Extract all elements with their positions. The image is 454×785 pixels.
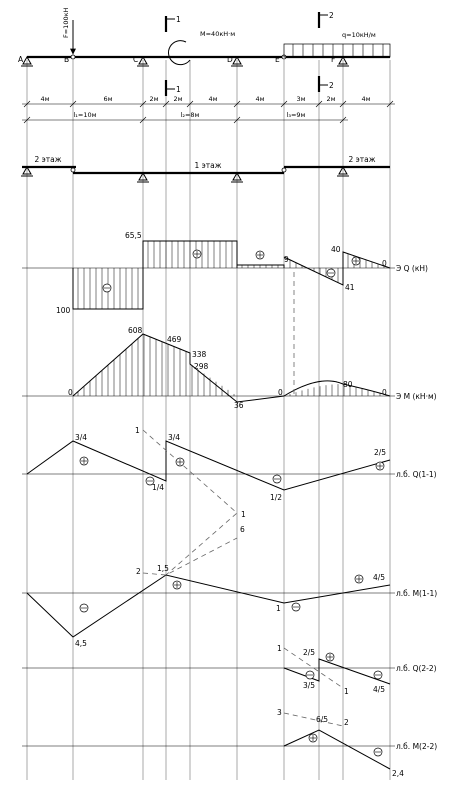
m-value-label: 80 [343, 380, 353, 389]
lq1-value-label: 1 [241, 510, 246, 519]
lm1-value-label: 1,5 [157, 564, 169, 573]
q-value-label: 40 [331, 245, 341, 254]
lm1-value-label: 1 [276, 604, 281, 613]
length-l2: l₂=8м [181, 111, 200, 119]
length-l3: l₃=9м [287, 111, 306, 119]
lq2-value-label: 3/5 [303, 681, 315, 690]
lq1-value-label: 1/4 [152, 483, 164, 492]
floor-label-right: 2 этаж [349, 155, 376, 164]
m-value-label: 298 [194, 362, 209, 371]
dimension-lines [22, 100, 395, 124]
floor-label-middle: 1 этаж [195, 161, 222, 170]
lq1-value-label: 1/2 [270, 493, 282, 502]
q-diagram-title: Э Q (кН) [396, 264, 428, 273]
support-d [231, 55, 243, 67]
lm1-value-label: 2 [136, 567, 141, 576]
section-1-marker: 1 1 [164, 15, 181, 96]
support-label-b: B [64, 55, 69, 64]
m-value-label: 608 [128, 326, 143, 335]
lm2-value-label: 3 [277, 708, 282, 717]
lm2-value-label: 6/5 [316, 715, 328, 724]
moment-arc-icon [168, 40, 191, 66]
q-value-label: 9 [284, 255, 289, 264]
lq2-value-label: 2/5 [303, 648, 315, 657]
m-value-label: 338 [192, 350, 207, 359]
hinge-b-icon [70, 54, 76, 60]
lq1-diagram [22, 429, 395, 576]
lm1-diagram-title: л.б. M(1-1) [396, 589, 437, 598]
length-l1: l₁=10м [73, 111, 96, 119]
lq1-value-label: 3/4 [75, 433, 87, 442]
moment-label: M=40кН·м [200, 30, 235, 38]
lm1-diagram [22, 537, 395, 638]
svg-text:2: 2 [329, 81, 334, 90]
lm2-diagram-title: л.б. M(2-2) [396, 742, 437, 751]
span-s1-m: 2м [173, 95, 182, 103]
lm1-value-label: 4,5 [75, 639, 87, 648]
span-ab: 4м [40, 95, 49, 103]
lq2-value-label: 1 [277, 644, 282, 653]
lq1-diagram-title: л.б. Q(1-1) [396, 470, 437, 479]
force-label: F=100кН [62, 7, 70, 38]
m-value-label: 36 [234, 401, 244, 410]
floor-label-left: 2 этаж [35, 155, 62, 164]
svg-text:2: 2 [329, 11, 334, 20]
lm2-value-label: 2,4 [392, 769, 404, 778]
support-label-d: D [227, 55, 233, 64]
lm2-diagram [22, 712, 395, 770]
support-label-c: C [133, 55, 138, 64]
lq1-value-label: 3/4 [168, 433, 180, 442]
floor-hinge-icon [281, 167, 287, 173]
support-a [21, 55, 33, 67]
lq2-diagram-title: л.б. Q(2-2) [396, 664, 437, 673]
lq1-value-label: 1 [135, 426, 140, 435]
lq1-value-label: 6 [240, 525, 245, 534]
lq2-value-label: 1 [344, 687, 349, 696]
support-label-e: E [275, 55, 280, 64]
support-f [337, 55, 349, 67]
m-diagram-title: Э M (кН·м) [396, 392, 437, 401]
beam-scheme: A B C D E F F=100кН M=40кН·м 1 1 2 2 [18, 7, 391, 96]
m-value-label: 0 [68, 388, 73, 397]
m-value-label: 469 [167, 335, 182, 344]
lm1-value-label: 4/5 [373, 573, 385, 582]
support-c [137, 55, 149, 67]
distributed-load-label: q=10кН/м [342, 31, 376, 39]
lq2-diagram [22, 647, 395, 689]
m-value-label: 0 [382, 388, 387, 397]
q-value-label: 65,5 [125, 231, 142, 240]
svg-text:1: 1 [176, 85, 181, 94]
span-de: 4м [255, 95, 264, 103]
q-diagram [22, 240, 395, 310]
span-f-end: 4м [361, 95, 370, 103]
span-s2-f: 2м [326, 95, 335, 103]
lq1-value-label: 2/5 [374, 448, 386, 457]
span-e-s2: 3м [296, 95, 305, 103]
floor-hinge-icon [70, 167, 76, 173]
q-value-label: 100 [56, 306, 71, 315]
floor-scheme [21, 165, 390, 183]
lq2-value-label: 4/5 [373, 685, 385, 694]
svg-text:1: 1 [176, 15, 181, 24]
q-value-label: 0 [382, 259, 387, 268]
m-value-label: 0 [278, 388, 283, 397]
support-label-f: F [331, 55, 335, 64]
q-value-label: 41 [345, 283, 355, 292]
lm2-value-label: 2 [344, 718, 349, 727]
section-2-marker: 2 2 [317, 11, 334, 92]
support-label-a: A [18, 55, 24, 64]
m-diagram [22, 272, 395, 403]
span-c-s1: 2м [149, 95, 158, 103]
span-bc: 6м [103, 95, 112, 103]
distributed-load-icon [283, 43, 391, 58]
span-m-d: 4м [208, 95, 217, 103]
